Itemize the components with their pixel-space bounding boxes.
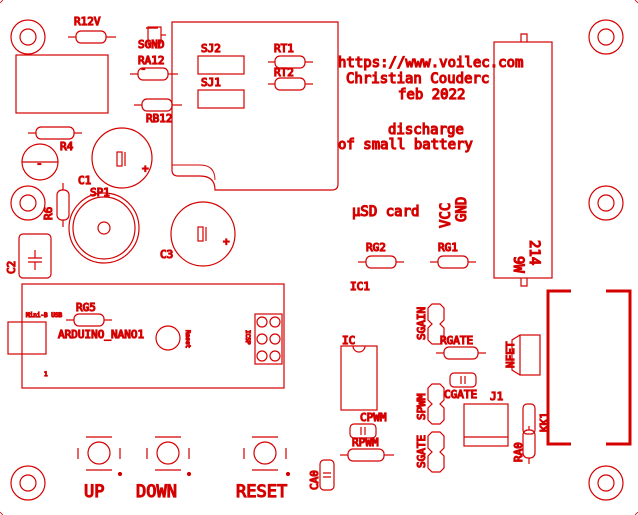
- label-sj1: SJ1: [201, 76, 221, 89]
- resistor-r12v: [68, 30, 116, 44]
- resistor-rb12: [134, 98, 182, 112]
- pushbutton-down[interactable]: [146, 436, 192, 477]
- label-button-up: UP: [84, 482, 104, 502]
- jumper-sj2: [197, 55, 245, 75]
- mounting-hole-top-right: [588, 19, 624, 55]
- label-c1: C1: [78, 174, 91, 187]
- header-spwm: [427, 383, 445, 425]
- text-vcc: VCC: [438, 203, 454, 228]
- label-rg2: RG2: [366, 241, 386, 254]
- resistor-rt2: [268, 77, 313, 91]
- capacitor-c3: [170, 201, 236, 267]
- label-ra0: RA0: [512, 442, 525, 462]
- label-reset-small: Reset: [184, 330, 191, 348]
- label-kk1: KK1: [538, 412, 551, 432]
- heatsink-kk1-outline: [546, 289, 632, 446]
- capacitor-cgate: [449, 372, 477, 388]
- resistor-r6: [56, 183, 70, 227]
- pushbutton-reset[interactable]: [243, 436, 291, 477]
- capacitor-c1: [91, 127, 153, 189]
- mounting-hole-mid-right: [588, 185, 624, 221]
- label-cpwm: CPWM: [360, 411, 387, 424]
- label-button-reset: RESET: [236, 482, 287, 502]
- label-c3: C3: [160, 248, 173, 261]
- jumper-sj1: [197, 89, 245, 109]
- label-rt1: RT1: [274, 42, 294, 55]
- terminal-block: [15, 54, 109, 114]
- mounting-hole-bottom-right: [588, 465, 624, 501]
- label-j1: J1: [490, 390, 503, 403]
- label-rg1: RG1: [438, 241, 458, 254]
- text-date: feb 2022: [398, 87, 465, 103]
- mounting-hole-mid-left: [10, 185, 46, 221]
- label-r4: R4: [60, 140, 74, 153]
- label-ra12: RA12: [138, 54, 165, 67]
- transistor-q1: [21, 143, 59, 181]
- arduino-nano: [7, 283, 285, 389]
- resistor-rg1: [430, 255, 476, 269]
- label-plus-c1: +: [142, 162, 149, 175]
- label-rt2: RT2: [274, 66, 294, 79]
- label-rb12: RB12: [146, 112, 173, 125]
- label-ic: IC: [342, 334, 355, 347]
- resistor-rgate: [436, 346, 486, 360]
- resistor-rpwm: [340, 448, 394, 462]
- mounting-hole-bottom-left: [10, 465, 46, 501]
- capacitor-c2: [18, 233, 52, 279]
- text-purpose-1: discharge: [388, 122, 464, 138]
- text-resistor-code: 214: [526, 240, 542, 265]
- connector-j1: [463, 403, 509, 447]
- label-button-down: DOWN: [136, 482, 177, 502]
- label-ca0: CA0: [308, 470, 321, 490]
- resistor-rg2: [358, 255, 404, 269]
- text-purpose-2: of small battery: [338, 137, 473, 153]
- power-resistor-block: [493, 33, 553, 287]
- pad-sgnd: [146, 26, 166, 44]
- resistor-r4: [28, 126, 82, 140]
- label-spwm: SPWM: [415, 393, 428, 420]
- mounting-hole-top-left: [10, 19, 46, 55]
- nfet: [511, 334, 541, 376]
- label-rg5: RG5: [76, 301, 96, 314]
- label-sgnd: SGND: [138, 38, 165, 51]
- label-mini-usb: Mini-B USB: [26, 312, 63, 319]
- label-sgain: SGAIN: [415, 307, 428, 340]
- text-author: Christian Couderc: [346, 71, 489, 87]
- resistor-rt1: [268, 55, 313, 69]
- label-sj2: SJ2: [201, 42, 221, 55]
- header-sgate: [427, 431, 445, 473]
- label-icsp: ICSP: [244, 330, 251, 345]
- capacitor-cpwm: [349, 423, 377, 439]
- label-pin-one: 1: [44, 371, 48, 378]
- component-kk1: [522, 403, 536, 435]
- label-sgate: SGATE: [415, 435, 428, 468]
- text-url: https://www.voilec.com: [338, 55, 523, 71]
- ic-dip8: [340, 345, 378, 411]
- label-arduino: ARDUINO_NANO1: [58, 328, 144, 341]
- resistor-rg5: [66, 313, 112, 327]
- capacitor-ca0: [319, 459, 335, 491]
- resistor-ra12: [130, 67, 178, 81]
- label-minus-q1: -: [36, 157, 43, 170]
- label-cgate: CGATE: [444, 388, 477, 401]
- module-outline: [171, 21, 339, 191]
- label-ic1: IC1: [350, 280, 370, 293]
- label-rpwm: RPWM: [352, 436, 379, 449]
- label-r12v: R12V: [74, 15, 101, 28]
- text-resistor-value: 9W: [510, 256, 526, 273]
- text-gnd: GND: [454, 197, 470, 222]
- label-sp1: SP1: [90, 186, 110, 199]
- label-c2: C2: [5, 261, 18, 274]
- header-sgain: [427, 303, 445, 345]
- buzzer-sp1: [68, 192, 140, 264]
- resistor-ra0: [522, 426, 536, 464]
- label-r6: R6: [42, 207, 55, 220]
- label-nfet: NFET: [504, 341, 517, 368]
- text-sd-card: µSD card: [352, 204, 419, 220]
- label-rgate: RGATE: [440, 334, 473, 347]
- pushbutton-up[interactable]: [77, 436, 123, 477]
- label-plus-c3: +: [223, 235, 230, 248]
